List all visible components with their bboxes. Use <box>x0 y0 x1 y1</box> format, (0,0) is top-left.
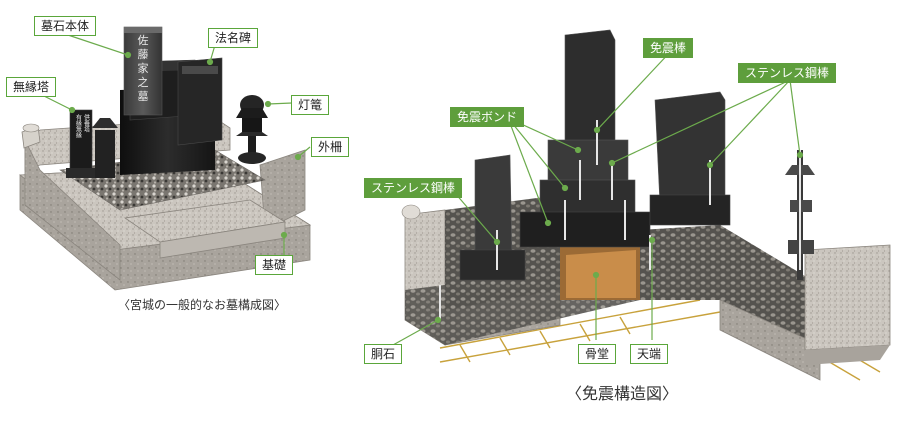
typical-grave-illustration: 佐 藤 家 之 墓 有縁無縁 供養塔 <box>18 26 312 291</box>
gravestone-inscription: 佐 藤 家 之 墓 <box>138 33 149 103</box>
label-menshinbou: 免震棒 <box>643 38 694 58</box>
label-muentou: 無縁塔 <box>6 77 57 97</box>
label-kotsudou: 骨堂 <box>578 344 617 364</box>
inscription-char: 藤 <box>138 48 149 61</box>
label-bosekihontai: 墓石本体 <box>34 16 97 36</box>
label-stainless-left: ステンレス鋼棒 <box>364 178 463 198</box>
muentou-inscription-line: 有縁無縁 <box>75 113 82 138</box>
stone-lantern <box>236 95 268 164</box>
caption-seismic-structure: 〈免震構造図〉 <box>566 384 679 403</box>
label-gaisaku: 外柵 <box>311 137 350 157</box>
inscription-char: 佐 <box>138 33 149 47</box>
inscription-char: 之 <box>138 75 149 89</box>
caption-typical-grave: 〈宮城の一般的なお墓構成図〉 <box>118 298 287 312</box>
muentou-inscription: 有縁無縁 供養塔 <box>75 113 90 138</box>
label-stainless-right: ステンレス鋼棒 <box>738 63 837 83</box>
inscription-char: 家 <box>138 61 149 75</box>
muentou-inscription-line: 供養塔 <box>83 113 90 133</box>
inscription-char: 墓 <box>138 90 149 103</box>
label-tenbata: 天端 <box>630 344 669 364</box>
label-houmyouhi: 法名碑 <box>208 28 259 48</box>
label-menshin-bond: 免震ボンド <box>450 107 525 127</box>
label-tourou: 灯篭 <box>291 95 330 115</box>
seismic-structure-illustration <box>401 29 891 381</box>
label-douseki: 胴石 <box>364 344 403 364</box>
label-kiso: 基礎 <box>255 255 294 275</box>
